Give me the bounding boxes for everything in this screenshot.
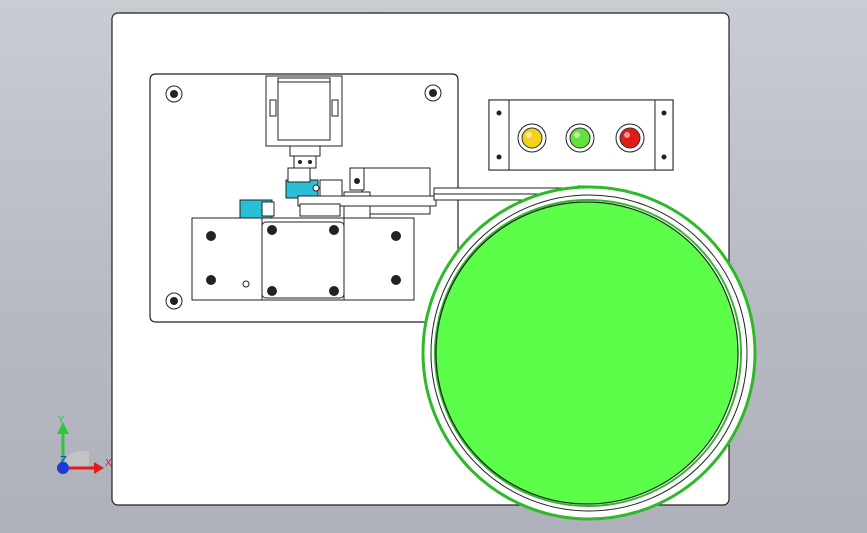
y-arrow-head — [57, 422, 69, 434]
x-axis-label: X — [105, 458, 112, 469]
yellow-indicator[interactable] — [517, 123, 547, 153]
z-axis-label: Z — [60, 455, 67, 466]
screw-bottom-left — [165, 292, 183, 310]
green-indicator[interactable] — [565, 123, 595, 153]
screw-top-left — [165, 85, 183, 103]
x-arrow-head — [94, 462, 104, 474]
gripper-assembly[interactable] — [239, 167, 343, 219]
screw-top-right — [424, 84, 442, 102]
z-axis-dot — [57, 462, 69, 474]
vibration-bowl[interactable] — [421, 185, 757, 521]
vertical-actuator[interactable] — [265, 75, 343, 169]
lower-block[interactable] — [191, 217, 415, 301]
indicator-lights[interactable] — [517, 123, 645, 153]
red-indicator[interactable] — [615, 123, 645, 153]
y-axis-label: Y — [58, 415, 65, 426]
triad-plane-icon — [62, 450, 89, 468]
block-screws — [206, 225, 401, 296]
orientation-triad[interactable] — [44, 412, 114, 482]
